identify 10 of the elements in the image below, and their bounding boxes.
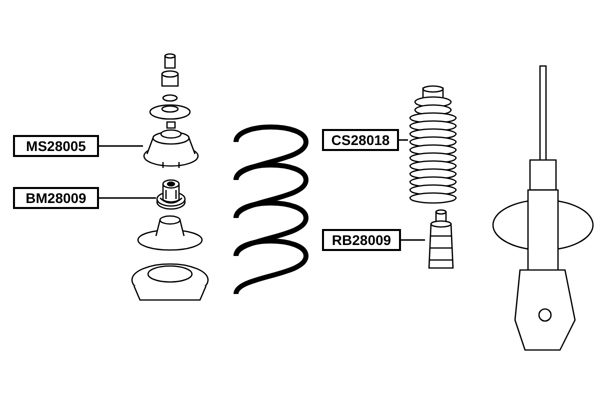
leader-line	[99, 145, 143, 147]
part-number-label: RB28009	[322, 229, 401, 251]
leader-line	[99, 197, 156, 199]
leader-line	[401, 239, 425, 241]
strut-mount-drawing	[143, 122, 199, 170]
bump-ring-drawing	[156, 178, 186, 210]
part-number-label: BM28009	[13, 187, 99, 209]
leader-line	[399, 139, 408, 141]
part-number-label: MS28005	[13, 135, 99, 157]
part-number-label: CS28018	[322, 129, 399, 151]
